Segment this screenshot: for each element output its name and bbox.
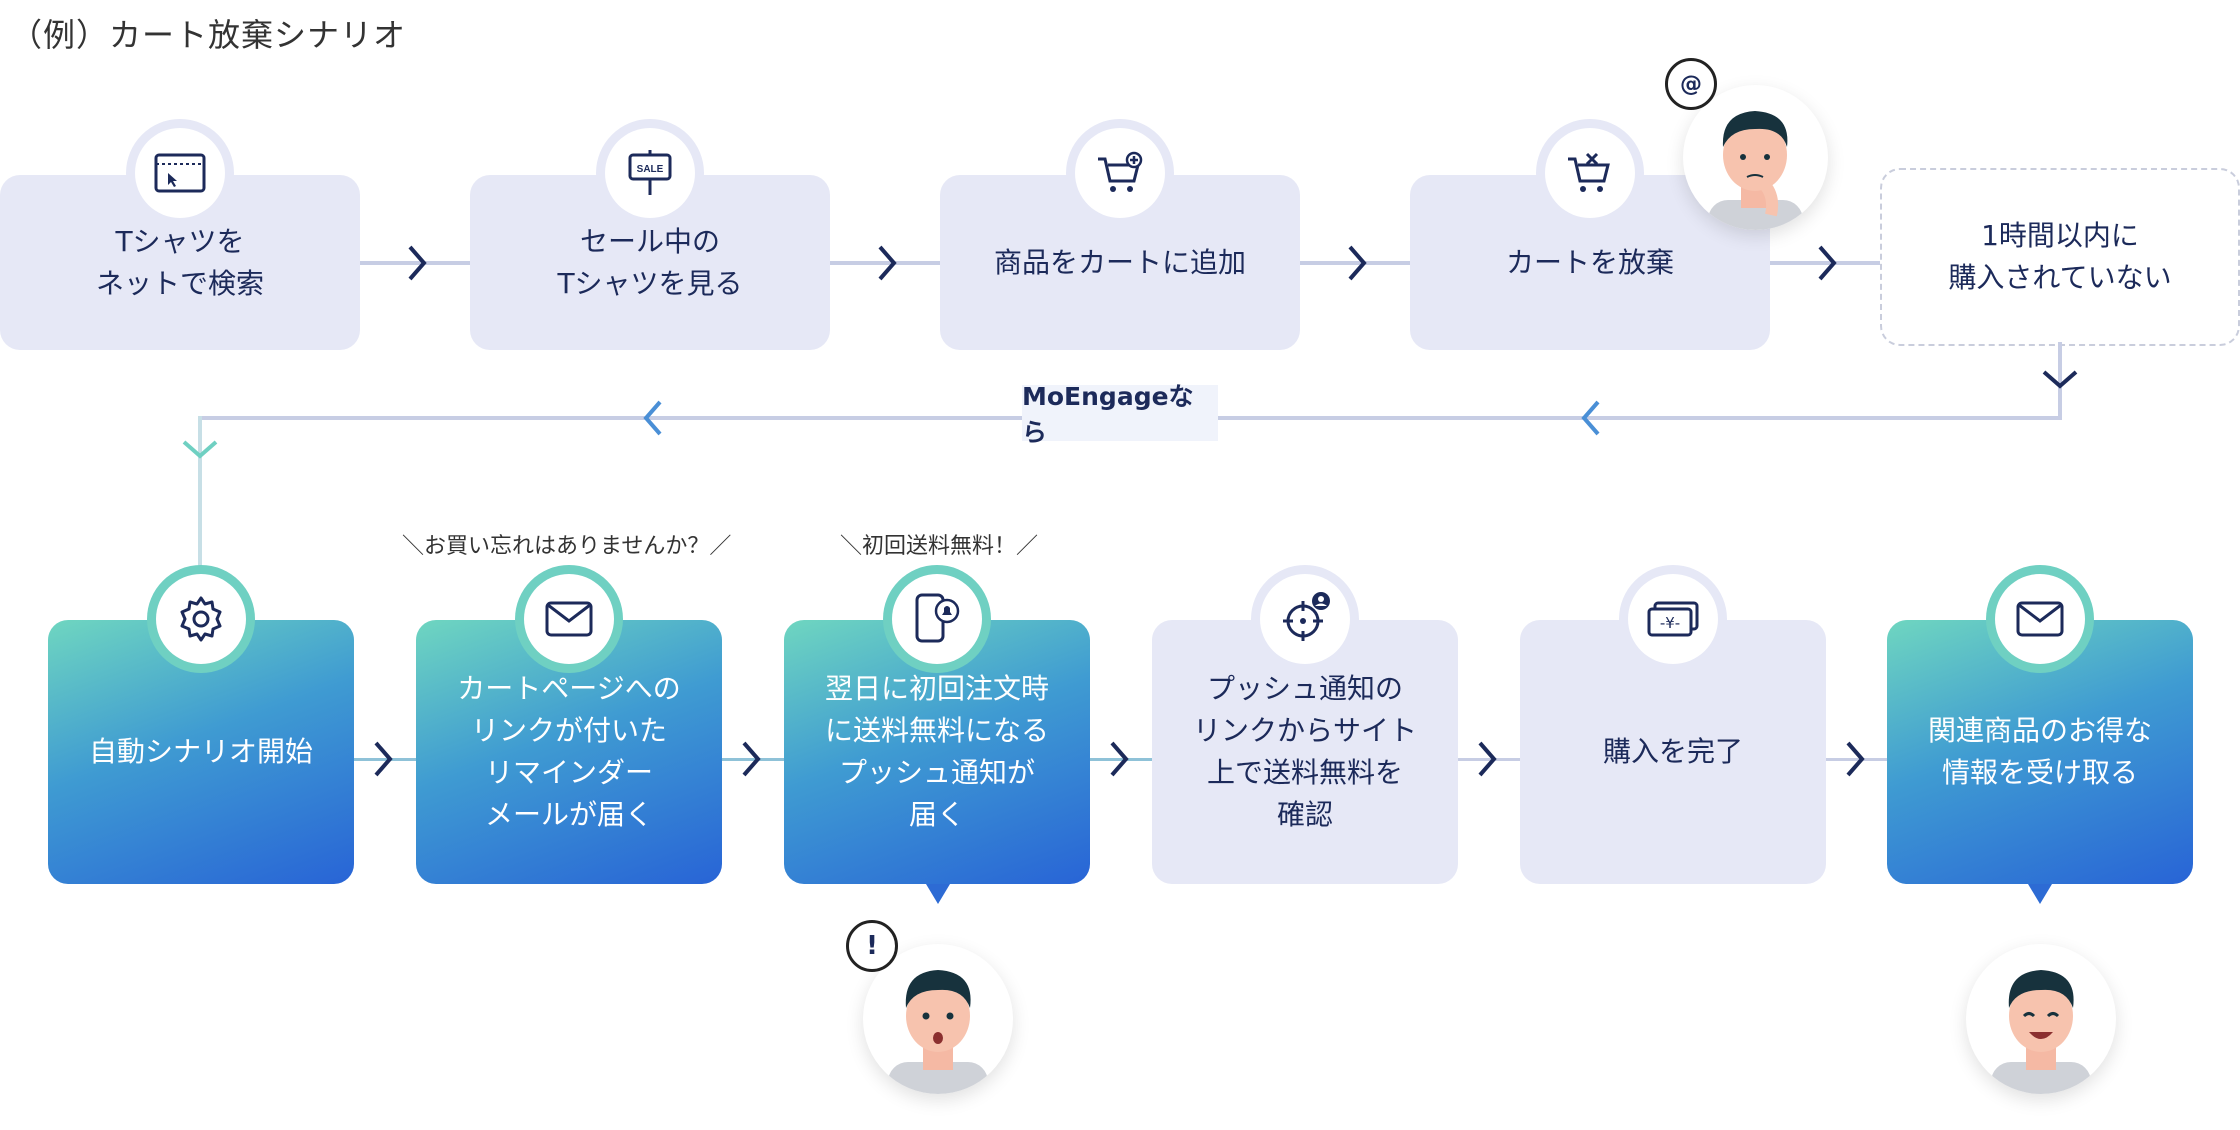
chevron-right-icon [1110,741,1129,777]
avatar-happy [1966,944,2116,1094]
svg-text:SALE: SALE [637,164,664,175]
step-auto-scenario-start: 自動シナリオ開始 [48,620,354,884]
chevron-right-icon [1846,741,1865,777]
chevron-right-icon [374,741,393,777]
connector-line [1300,261,1410,265]
connector-line [1090,758,1152,761]
avatar-thinking [1683,85,1828,230]
moengage-label: MoEngageなら [1022,382,1218,447]
chevron-right-icon [878,245,897,281]
connector-line [722,758,784,761]
gear-icon [156,574,246,664]
caption-reminder: ＼お買い忘れはありませんか？／ [402,534,732,559]
loop-line-left [198,416,202,574]
connector-line [830,261,940,265]
connector-line [360,261,470,265]
step-related-offers: 関連商品のお得な 情報を受け取る [1887,620,2193,884]
sale-sign-icon: SALE [605,128,695,218]
step-confirm-free-shipping: プッシュ通知の リンクからサイト 上で送料無料を 確認 [1152,620,1458,884]
cart-add-icon [1075,128,1165,218]
page-title: （例）カート放棄シナリオ [10,16,407,54]
speech-tail [926,884,950,904]
yen-bill-icon: -¥- [1628,574,1718,664]
chevron-right-icon [408,245,427,281]
chevron-left-icon [643,400,662,436]
thinking-bubble-icon: @ [1665,58,1717,110]
loop-line-down [2058,342,2062,420]
cart-remove-icon [1545,128,1635,218]
chevron-right-icon [1818,245,1837,281]
chevron-right-icon [742,741,761,777]
browser-cursor-icon [135,128,225,218]
step-not-purchased: 1時間以内に 購入されていない [1880,168,2240,346]
connector-line [354,758,416,761]
svg-text:-¥-: -¥- [1660,614,1680,632]
connector-line [1458,758,1520,761]
step-push-notification: 翌日に初回注文時 に送料無料になる プッシュ通知が 届く [784,620,1090,884]
avatar-surprised [863,944,1013,1094]
connector-line [1826,758,1887,761]
mail-icon [1995,574,2085,664]
connector-line [1770,261,1880,265]
step-add-to-cart: 商品をカートに追加 [940,175,1300,350]
phone-bell-icon [892,574,982,664]
chevron-down-icon [182,440,218,459]
exclamation-bubble-icon: ! [846,920,898,972]
mail-icon [524,574,614,664]
target-user-icon [1260,574,1350,664]
chevron-right-icon [1478,741,1497,777]
caption-free-shipping: ＼初回送料無料！／ [840,534,1039,559]
speech-tail [2028,884,2052,904]
chevron-left-icon [1581,400,1600,436]
step-reminder-email: カートページへの リンクが付いた リマインダー メールが届く [416,620,722,884]
chevron-down-icon [2042,370,2078,389]
step-purchase-complete: 購入を完了 [1520,620,1826,884]
chevron-right-icon [1348,245,1367,281]
